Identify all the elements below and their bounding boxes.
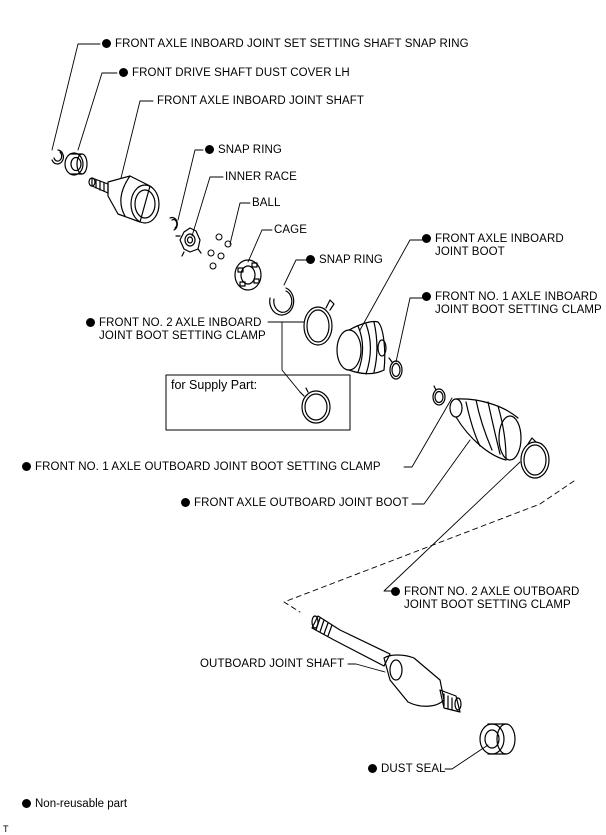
inboard-joint-shaft-part — [88, 175, 160, 224]
label-outboard-joint-shaft: OUTBOARD JOINT SHAFT — [200, 658, 345, 670]
dashed-centerline — [283, 480, 575, 613]
snap-ring-1-part — [169, 216, 178, 231]
label-dust-cover: FRONT DRIVE SHAFT DUST COVER LH — [119, 67, 350, 80]
label-shaft-snap-ring: FRONT AXLE INBOARD JOINT SET SETTING SHA… — [102, 38, 469, 51]
label-ball: BALL — [252, 197, 281, 209]
inner-race-part — [175, 227, 202, 257]
inboard-boot-part — [336, 320, 387, 375]
non-reusable-dot-icon — [22, 799, 31, 808]
label-snap-ring-2: SNAP RING — [306, 254, 383, 267]
no1-inboard-clamp-part — [388, 357, 403, 380]
balls-part — [207, 233, 232, 270]
non-reusable-dot-icon — [391, 587, 400, 596]
label-no1-outboard-clamp: FRONT NO. 1 AXLE OUTBOARD JOINT BOOT SET… — [22, 461, 381, 474]
snap-ring-2-part — [269, 287, 295, 316]
dust-seal-part — [479, 723, 516, 755]
non-reusable-dot-icon — [181, 498, 190, 507]
label-dust-seal: DUST SEAL — [368, 763, 446, 776]
cage-part — [234, 259, 262, 291]
non-reusable-dot-icon — [119, 68, 128, 77]
corner-mark: T — [3, 824, 9, 834]
label-no1-inboard-clamp: FRONT NO. 1 AXLE INBOARD JOINT BOOT SETT… — [422, 291, 602, 317]
non-reusable-dot-icon — [86, 318, 95, 327]
label-cage: CAGE — [274, 224, 307, 236]
label-inner-race: INNER RACE — [225, 171, 297, 183]
label-inboard-boot: FRONT AXLE INBOARD JOINT BOOT — [422, 233, 564, 259]
no2-outboard-clamp-part — [520, 437, 550, 479]
no2-inboard-clamp-part — [303, 299, 335, 346]
leader-lines — [51, 43, 521, 770]
outboard-joint-shaft-part — [311, 615, 462, 713]
supply-part-clamp — [299, 387, 331, 424]
non-reusable-dot-icon — [22, 462, 31, 471]
non-reusable-dot-icon — [422, 234, 431, 243]
non-reusable-dot-icon — [306, 255, 315, 264]
no1-outboard-clamp-part — [432, 385, 446, 406]
label-no2-outboard-clamp: FRONT NO. 2 AXLE OUTBOARD JOINT BOOT SET… — [391, 586, 579, 612]
label-outboard-boot: FRONT AXLE OUTBOARD JOINT BOOT — [181, 497, 409, 510]
non-reusable-dot-icon — [422, 292, 431, 301]
supply-part-box — [165, 374, 351, 431]
non-reusable-dot-icon — [205, 145, 214, 154]
label-snap-ring-1: SNAP RING — [205, 144, 282, 157]
label-inboard-joint-shaft: FRONT AXLE INBOARD JOINT SHAFT — [157, 95, 365, 107]
non-reusable-dot-icon — [368, 764, 377, 773]
outboard-boot-part — [449, 398, 522, 461]
supply-part-title: for Supply Part: — [171, 378, 258, 392]
legend: Non-reusable part — [22, 798, 127, 811]
dust-cover-part — [64, 152, 88, 176]
shaft-snap-ring-part — [51, 149, 65, 165]
non-reusable-dot-icon — [102, 39, 111, 48]
label-no2-inboard-clamp: FRONT NO. 2 AXLE INBOARD JOINT BOOT SETT… — [86, 317, 266, 343]
